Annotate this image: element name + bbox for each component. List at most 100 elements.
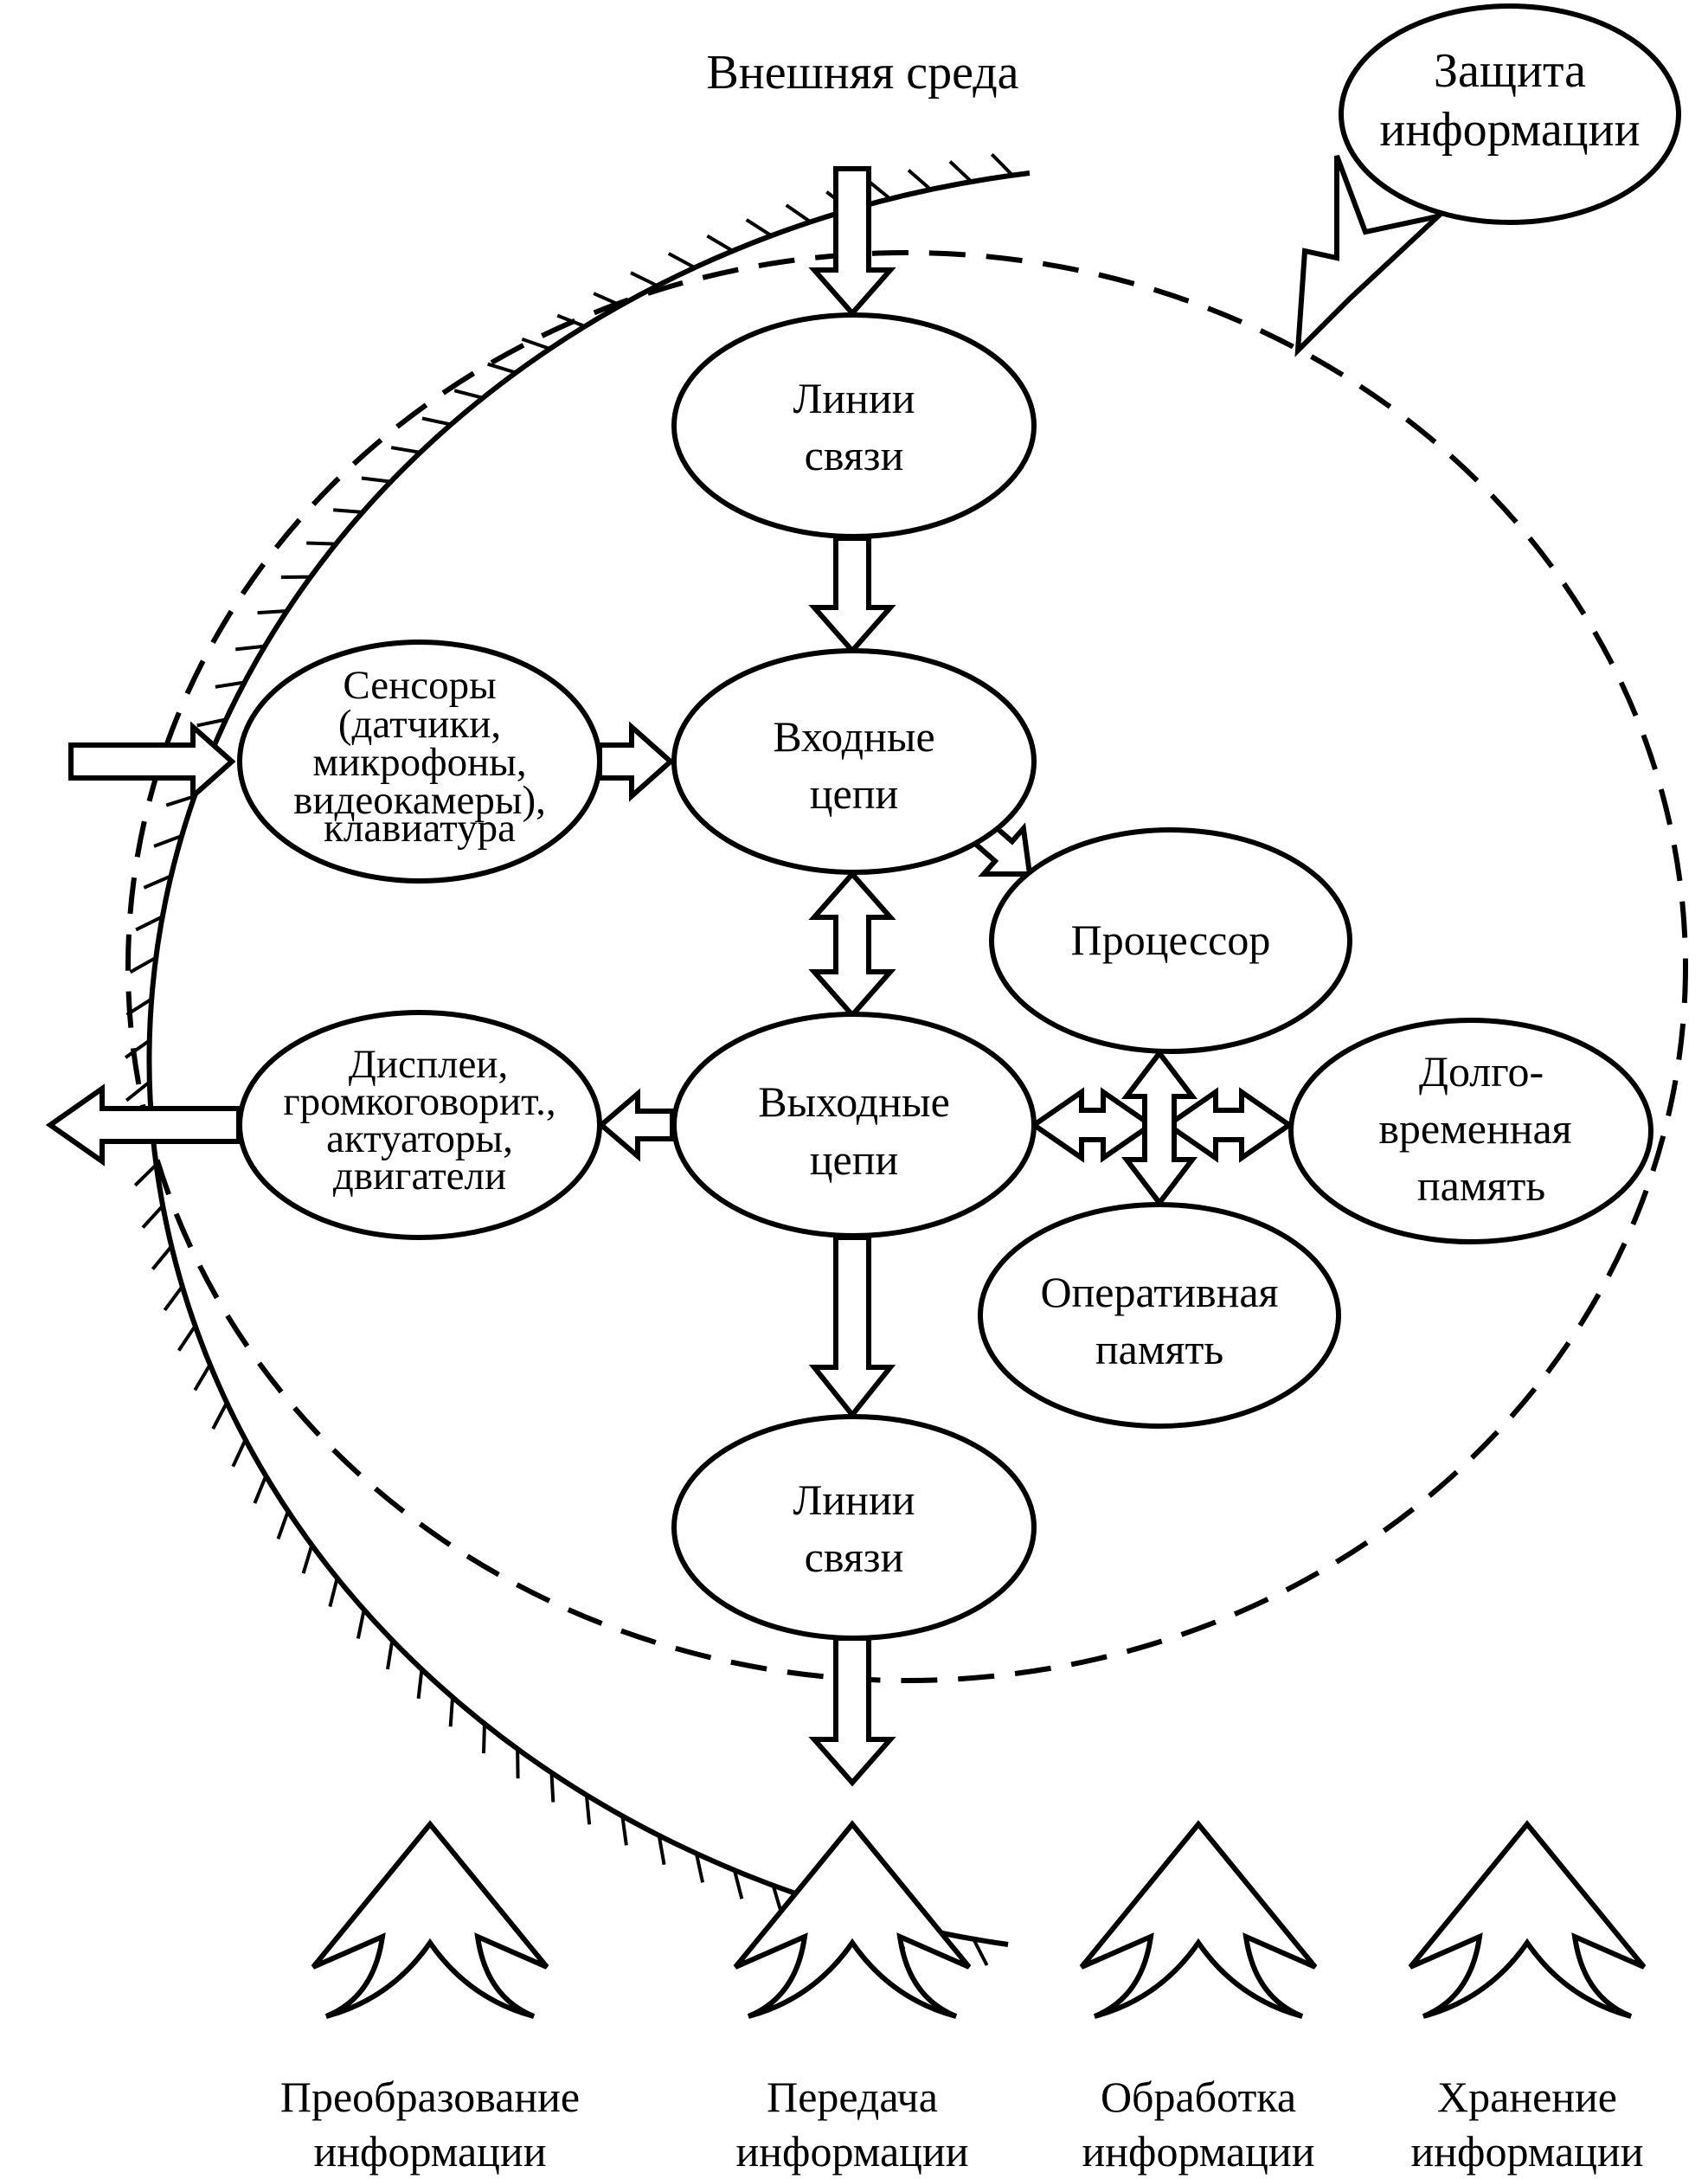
hatch-mark (785, 203, 812, 224)
hatch-mark (356, 1609, 366, 1639)
hatch-mark (732, 1869, 744, 1899)
node-long-term-memory: Долго- временная память (1288, 1018, 1653, 1244)
sensors-line5: клавиатура (324, 806, 516, 851)
ram-line2: память (1095, 1325, 1223, 1373)
function-2-line2: информации (736, 2127, 969, 2176)
comm-out-line2: связи (805, 1533, 904, 1581)
node-sensors: Сенсоры (датчики, микрофоны, видеокамеры… (237, 640, 602, 884)
sensors-line1: Сенсоры (343, 663, 496, 708)
sensors-line4: видеокамеры), (293, 778, 546, 823)
hatch-mark (521, 337, 551, 350)
arrow-hub-longterm (1163, 1087, 1294, 1163)
hatch-mark (448, 1697, 455, 1727)
function-arrows (311, 1820, 1647, 2019)
environment-label: Внешняя среда (706, 46, 1018, 100)
hatch-mark (487, 362, 517, 375)
output-circuits-line2: цепи (810, 1135, 898, 1184)
function-4-line2: информации (1411, 2127, 1644, 2176)
hatch-mark (328, 1578, 339, 1608)
hatch-mark (165, 794, 196, 807)
node-comm-out: Линии связи (671, 1414, 1037, 1641)
hatch-mark (990, 152, 1014, 177)
function-3-line1: Обработка (1101, 2073, 1296, 2121)
arrow-env-to-comm-in (808, 166, 896, 318)
arrow-comm-out-to-env (808, 1636, 896, 1787)
hatch-mark (124, 1038, 151, 1059)
hatch-mark (193, 1364, 212, 1392)
hatch-mark (745, 218, 773, 237)
displays-line2: громкоговорит., (283, 1079, 555, 1124)
hatch-mark (211, 1402, 228, 1430)
function-arrow-4 (1408, 1820, 1647, 2019)
hatch-mark (706, 234, 734, 253)
hatch-mark (135, 915, 164, 932)
hatch-mark (231, 1439, 247, 1468)
hatch-mark (657, 1835, 666, 1866)
ram-line1: Оперативная (1040, 1268, 1278, 1316)
function-arrow-1 (311, 1820, 549, 2019)
node-processor: Процессор (989, 827, 1352, 1054)
node-ram: Оперативная память (978, 1202, 1341, 1429)
hatch-mark (361, 476, 391, 484)
arrow-sensors-to-input (597, 721, 675, 802)
node-output-circuits: Выходные цепи (671, 1012, 1037, 1238)
function-1-line2: информации (314, 2127, 547, 2176)
hatch-mark (549, 1772, 555, 1803)
comm-in-line2: связи (805, 431, 904, 479)
hatch-mark (163, 1285, 184, 1312)
comm-in-line1: Линии (793, 374, 915, 422)
sensors-line3: микрофоны, (312, 740, 526, 785)
long-term-memory-line2: временная (1378, 1104, 1571, 1153)
hatch-mark (620, 1816, 628, 1846)
hatch-mark (125, 1080, 151, 1102)
function-arrow-2 (733, 1820, 972, 2019)
hatch-mark (390, 446, 421, 454)
flow-arrows (45, 166, 1294, 1787)
hatch-mark (234, 644, 266, 652)
system-boundary (125, 250, 1688, 1683)
hatch-mark (143, 874, 172, 890)
hatch-mark (630, 271, 658, 287)
hatch-mark (421, 416, 452, 427)
processor-line1: Процессор (1071, 916, 1271, 964)
hatch-mark (215, 680, 245, 689)
function-4-line1: Хранение (1437, 2073, 1617, 2121)
hatch-mark (333, 508, 363, 514)
hatch-mark (386, 1640, 395, 1670)
hatch-mark (276, 1510, 290, 1539)
hatch-mark (253, 1475, 268, 1504)
hatch-mark (257, 609, 287, 615)
hatch-mark (584, 1795, 592, 1825)
comm-out-line1: Линии (793, 1475, 915, 1524)
arrow-displays-to-env (45, 1083, 241, 1167)
hatch-mark (151, 1245, 173, 1270)
input-circuits-line2: цепи (810, 769, 898, 818)
function-labels: Преобразование информации Передача инфор… (280, 2073, 1644, 2176)
hatch-mark (907, 169, 932, 191)
hatch-mark (667, 252, 696, 269)
node-input-circuits: Входные цепи (671, 648, 1037, 875)
protection-arrow (1294, 154, 1447, 357)
hatch-mark (694, 1853, 705, 1883)
hatch-mark (177, 1325, 197, 1352)
input-circuits-line1: Входные (773, 712, 934, 761)
arrow-comm-to-input (808, 536, 896, 655)
node-comm-in: Линии связи (671, 312, 1037, 539)
function-3-line2: информации (1082, 2127, 1315, 2176)
hatch-mark (453, 389, 484, 400)
hatch-mark (416, 1668, 424, 1700)
node-displays: Дисплеи, громкоговорит., актуаторы, двиг… (237, 1010, 602, 1240)
arrow-input-output (808, 870, 896, 1019)
function-1-line1: Преобразование (280, 2073, 580, 2121)
hatch-mark (948, 160, 973, 183)
function-2-line1: Передача (767, 2073, 938, 2121)
hatch-mark (129, 955, 157, 974)
protection-bubble: Защита информации (1294, 3, 1681, 357)
output-circuits-line1: Выходные (758, 1077, 950, 1126)
hatch-mark (133, 1163, 157, 1187)
protection-label-line1: Защита (1434, 44, 1586, 98)
arrow-env-to-sensors (68, 721, 236, 802)
sensors-line2: (датчики, (338, 702, 501, 747)
arrow-output-to-comm-out (808, 1235, 896, 1419)
